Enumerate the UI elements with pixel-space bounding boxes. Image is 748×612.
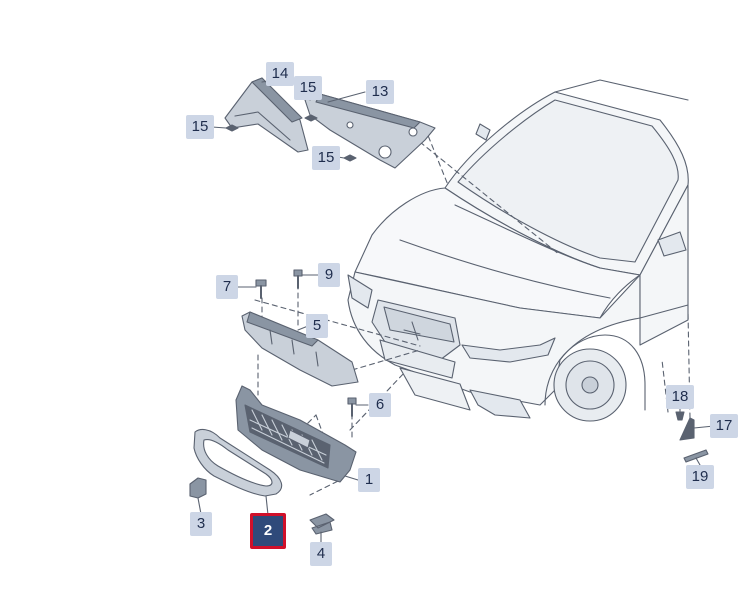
plenum-panel-right — [304, 93, 436, 169]
screw-9 — [293, 269, 303, 289]
callout-4[interactable]: 4 — [310, 542, 332, 566]
callout-13[interactable]: 13 — [366, 80, 394, 104]
callout-15-bottom[interactable]: 15 — [312, 146, 340, 170]
cap-part-3 — [189, 477, 207, 499]
callout-1[interactable]: 1 — [358, 468, 380, 492]
callout-19[interactable]: 19 — [686, 465, 714, 489]
grille-main — [235, 385, 357, 483]
callout-17[interactable]: 17 — [710, 414, 738, 438]
plenum-panel-left — [224, 77, 309, 153]
grille-trim-frame — [193, 428, 283, 497]
clip-15-a — [225, 124, 239, 132]
car-body — [347, 79, 689, 422]
callout-15-top[interactable]: 15 — [294, 76, 322, 100]
callout-15-left[interactable]: 15 — [186, 115, 214, 139]
emblem-part-4 — [309, 513, 335, 535]
clip-18 — [675, 411, 685, 421]
callout-18[interactable]: 18 — [666, 385, 694, 409]
side-trim-17 — [679, 417, 695, 441]
clip-15-c — [343, 154, 357, 162]
callout-3[interactable]: 3 — [190, 512, 212, 536]
clip-15-b — [304, 114, 318, 122]
push-clip-7 — [255, 279, 267, 299]
callout-2-highlighted[interactable]: 2 — [250, 513, 286, 549]
callout-9[interactable]: 9 — [318, 263, 340, 287]
callout-14[interactable]: 14 — [266, 62, 294, 86]
callout-6[interactable]: 6 — [369, 393, 391, 417]
grille-support — [241, 311, 359, 387]
strip-19 — [683, 449, 709, 463]
screw-6 — [347, 397, 357, 417]
callout-7[interactable]: 7 — [216, 275, 238, 299]
callout-5[interactable]: 5 — [306, 314, 328, 338]
